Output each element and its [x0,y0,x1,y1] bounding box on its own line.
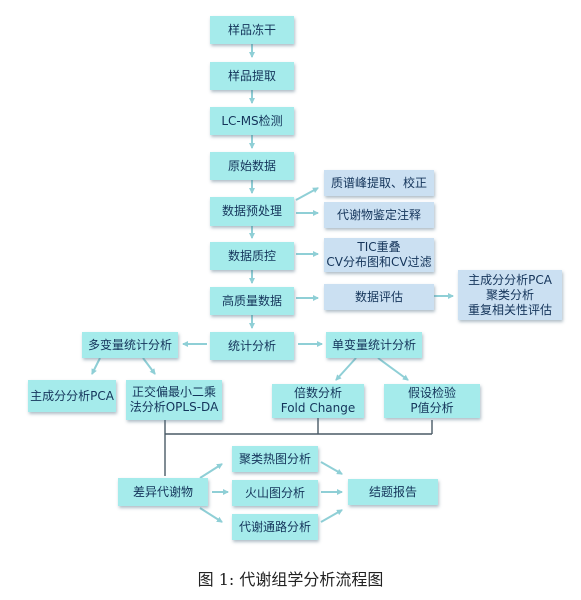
node-label: 聚类热图分析 [238,451,311,466]
node-label: 火山图分析 [244,485,305,500]
node-hypothesis-test: 假设检验 P值分析 [384,384,480,418]
node-label: 高质量数据 [221,293,282,308]
node-tic-cv: TIC重叠 CV分布图和CV过滤 [324,238,434,272]
node-label: LC-MS检测 [221,113,283,128]
node-evaluation-methods: 主成分分析PCA 聚类分析 重复相关性评估 [458,270,562,320]
arrow-to-pca [91,357,101,375]
node-label: 倍数分析 Fold Change [280,386,356,415]
node-data-evaluation: 数据评估 [324,284,434,310]
node-high-quality-data: 高质量数据 [210,287,294,315]
node-data-preprocessing: 数据预处理 [210,197,294,226]
node-statistical-analysis: 统计分析 [210,332,294,360]
node-label: 差异代谢物 [132,484,193,499]
node-label: 正交偏最小二乘 法分析OPLS-DA [129,385,219,414]
node-volcano-plot: 火山图分析 [232,480,318,506]
node-label: 数据预处理 [221,204,282,218]
figure-caption: 图 1: 代谢组学分析流程图 [197,570,384,589]
arrow-to-pathway [199,507,223,523]
node-pathway-analysis: 代谢通路分析 [232,514,318,540]
arrow-pathway-report [320,509,343,523]
arrow-to-oplsda [142,357,156,375]
node-differential-metabolites: 差异代谢物 [118,478,208,506]
node-univariate: 单变量统计分析 [326,332,422,358]
node-cluster-heatmap: 聚类热图分析 [232,446,318,472]
node-multivariate: 多变量统计分析 [82,332,178,358]
arrow-to-fold-change [335,357,357,381]
node-pca: 主成分分析PCA [28,380,116,412]
node-label: 统计分析 [227,338,276,353]
node-label: 样品冻干 [227,22,276,37]
node-metabolite-identification: 代谢物鉴定注释 [324,202,434,228]
node-label: 主成分分析PCA 聚类分析 重复相关性评估 [467,272,552,317]
node-label: 代谢通路分析 [238,519,311,534]
node-label: 假设检验 P值分析 [407,386,456,415]
node-raw-data: 原始数据 [210,152,294,180]
arrow-to-hypothesis [377,357,409,381]
node-label: 样品提取 [227,68,276,83]
node-fold-change: 倍数分析 Fold Change [272,384,364,418]
node-peak-extraction: 质谱峰提取、校正 [324,170,434,196]
arrow-to-heatmap [199,463,223,479]
node-label: 主成分分析PCA [30,388,114,403]
node-lcms-detection: LC-MS检测 [210,107,294,135]
arrow-to-peak-extraction [295,187,319,201]
node-label: 结题报告 [368,484,417,499]
node-oplsda: 正交偏最小二乘 法分析OPLS-DA [126,380,222,420]
node-label: 单变量统计分析 [331,337,416,352]
node-report: 结题报告 [348,479,438,505]
node-label: 代谢物鉴定注释 [336,207,421,222]
node-data-qc: 数据质控 [210,242,294,270]
node-label: 数据评估 [354,289,403,304]
node-label: 原始数据 [227,158,276,173]
node-label: TIC重叠 CV分布图和CV过滤 [326,240,432,269]
node-sample-lyophilization: 样品冻干 [210,16,294,44]
node-sample-extraction: 样品提取 [210,62,294,90]
node-label: 数据质控 [227,248,276,263]
node-label: 多变量统计分析 [87,337,172,352]
node-label: 质谱峰提取、校正 [330,175,427,190]
arrow-heatmap-report [320,461,343,475]
